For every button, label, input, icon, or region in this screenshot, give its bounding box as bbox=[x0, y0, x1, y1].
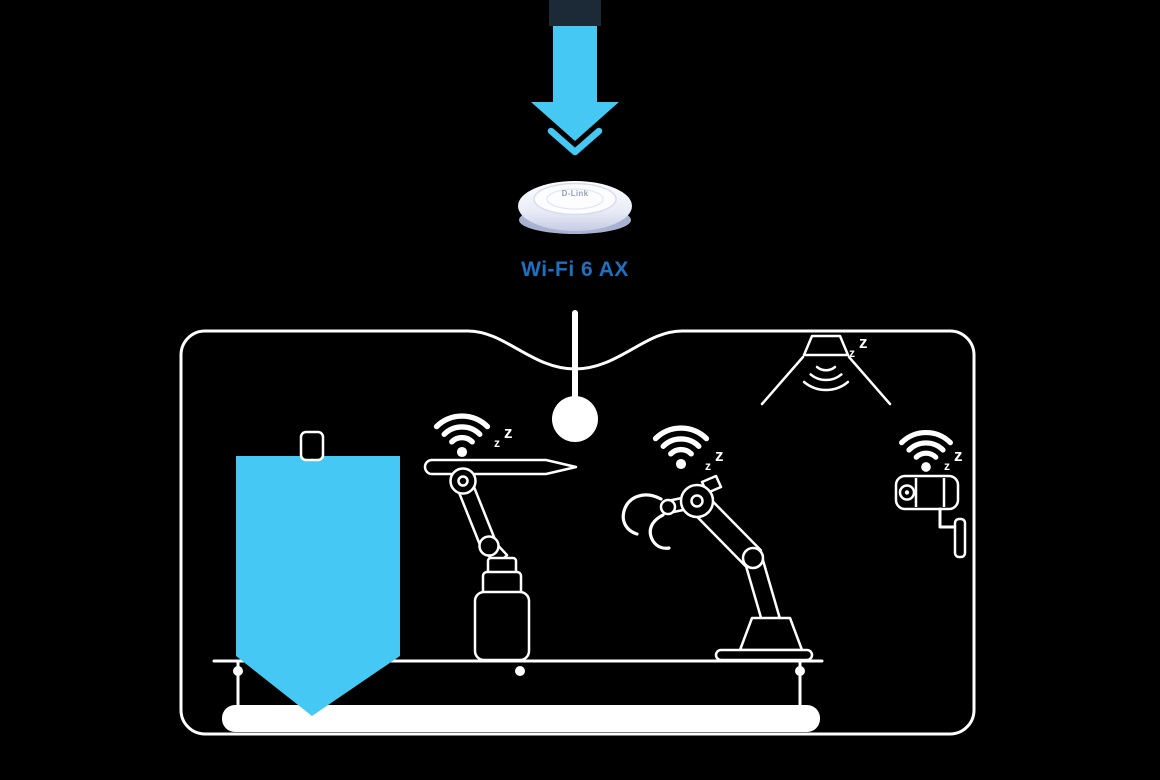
conveyor-roller bbox=[795, 666, 805, 676]
elbow-joint bbox=[741, 546, 765, 570]
robot-tool-bar bbox=[423, 458, 578, 476]
ceiling-sensor-icon bbox=[760, 334, 892, 406]
sensor-cone-right bbox=[847, 355, 892, 406]
chimney-vent bbox=[299, 430, 325, 462]
ap-ring bbox=[546, 188, 604, 210]
gripper-claw-lower bbox=[648, 513, 671, 550]
sensor-cone-left bbox=[760, 355, 805, 406]
sleep-zz-icon bbox=[494, 423, 513, 450]
pendant-lamp-icon bbox=[552, 310, 598, 442]
base-plate bbox=[714, 648, 814, 662]
ap-top-plate bbox=[533, 182, 617, 216]
conveyor-roller bbox=[233, 666, 243, 676]
wifi-signal-icon bbox=[437, 416, 488, 457]
ap-brand-logo: D-Link bbox=[562, 189, 589, 198]
camera-lens bbox=[898, 484, 916, 501]
camera-mount-plate bbox=[953, 517, 967, 559]
wifi6-label: Wi-Fi 6 AX bbox=[521, 258, 629, 281]
arrow-cap bbox=[549, 0, 601, 26]
sensor-wave-1 bbox=[815, 365, 837, 372]
arrow-shaft bbox=[553, 26, 597, 103]
sensor-wave-3 bbox=[802, 380, 850, 392]
robot-shoulder-hub bbox=[457, 475, 469, 487]
sleep-zz-icon bbox=[705, 446, 724, 473]
robot-elbow-joint bbox=[478, 535, 500, 557]
security-camera-icon bbox=[894, 474, 967, 559]
access-point-device: D-Link bbox=[518, 181, 632, 234]
download-arrow-icon bbox=[531, 0, 619, 156]
camera-lens-center bbox=[904, 490, 910, 495]
funnel-hopper bbox=[236, 456, 400, 716]
arrow-head bbox=[531, 102, 619, 141]
camera-body bbox=[894, 474, 960, 511]
sleep-zz-icon bbox=[944, 446, 963, 473]
conveyor-roller bbox=[515, 666, 525, 676]
base-pedestal bbox=[738, 616, 804, 652]
gripper-claw-upper bbox=[621, 493, 663, 536]
sensor-housing bbox=[802, 334, 850, 357]
robot-arm-right bbox=[621, 474, 814, 662]
lamp-bulb bbox=[552, 396, 598, 442]
sensor-wave-2 bbox=[809, 373, 843, 382]
conveyor-platform bbox=[222, 705, 820, 732]
robot-arm-left bbox=[423, 458, 578, 662]
wifi-signal-icon bbox=[656, 428, 707, 469]
sleep-zz-icon bbox=[849, 333, 868, 360]
arrow-echo-chevron bbox=[547, 127, 603, 156]
canister-body bbox=[473, 590, 531, 662]
wrist-joint bbox=[659, 498, 677, 516]
shoulder-hub bbox=[690, 494, 704, 508]
camera-bracket bbox=[938, 507, 959, 529]
